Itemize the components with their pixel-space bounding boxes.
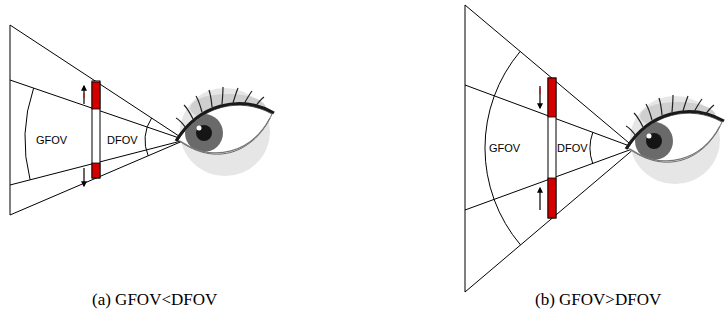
subfigure-caption: (a) GFOV<DFOV	[92, 290, 217, 310]
fov-label: DFOV	[557, 142, 588, 155]
fov-label: GFOV	[489, 142, 520, 155]
fov-label: GFOV	[36, 134, 67, 147]
subfigure-caption: (b) GFOV>DFOV	[535, 290, 661, 310]
fov-label: DFOV	[107, 134, 138, 147]
